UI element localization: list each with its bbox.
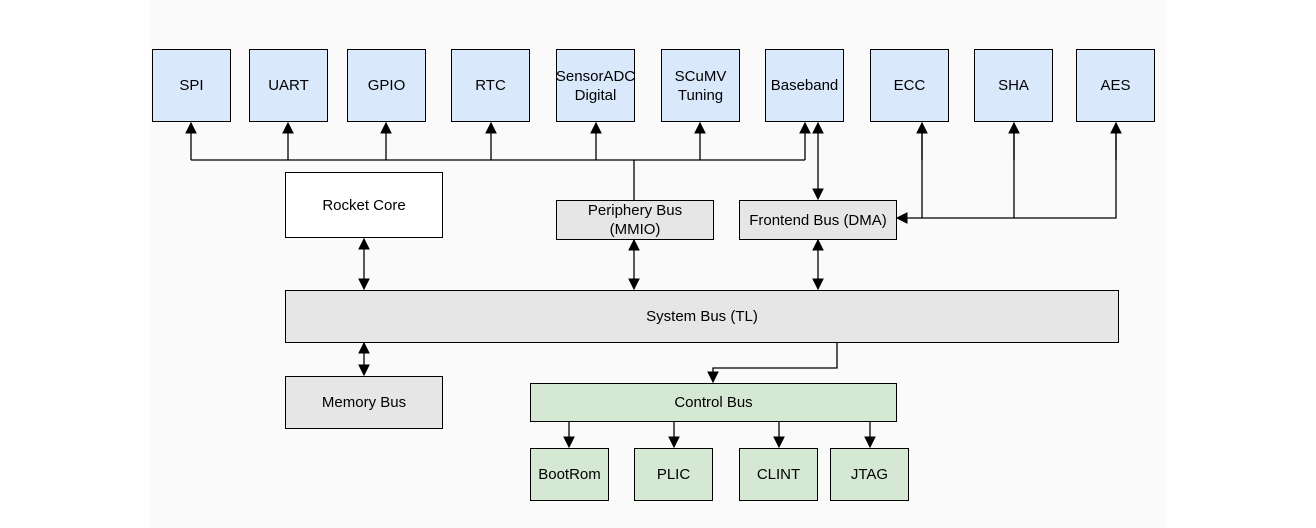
gpio-block: GPIO <box>347 49 426 122</box>
frontend-bus-block: Frontend Bus (DMA) <box>739 200 897 240</box>
clint-block: CLINT <box>739 448 818 501</box>
wire-aes-dma <box>895 123 1117 224</box>
bootrom-block: BootRom <box>530 448 609 501</box>
rtc-block: RTC <box>451 49 530 122</box>
jtag-block: JTAG <box>830 448 909 501</box>
wire-system-control <box>707 343 838 384</box>
sensoradc-digital-block: SensorADC Digital <box>556 49 635 122</box>
baseband-block: Baseband <box>765 49 844 122</box>
periphery-bus-block: Periphery Bus (MMIO) <box>556 200 714 240</box>
aes-block: AES <box>1076 49 1155 122</box>
rocket-core-block: Rocket Core <box>285 172 443 238</box>
memory-bus-block: Memory Bus <box>285 376 443 429</box>
sha-block: SHA <box>974 49 1053 122</box>
uart-block: UART <box>249 49 328 122</box>
plic-block: PLIC <box>634 448 713 501</box>
control-bus-block: Control Bus <box>530 383 897 422</box>
ecc-block: ECC <box>870 49 949 122</box>
spi-block: SPI <box>152 49 231 122</box>
system-bus-block: System Bus (TL) <box>285 290 1119 343</box>
scumv-tuning-block: SCuMV Tuning <box>661 49 740 122</box>
